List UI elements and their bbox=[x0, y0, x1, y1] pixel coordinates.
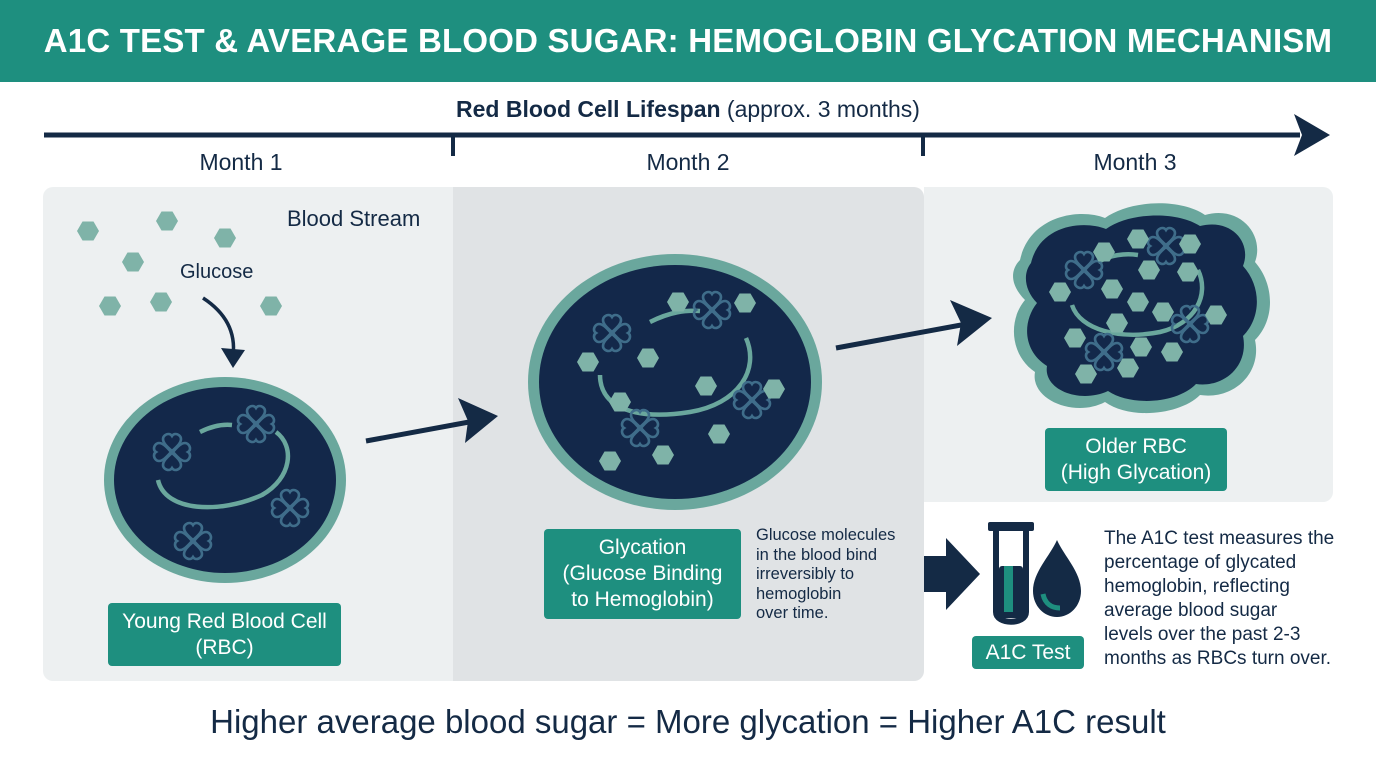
title-banner: A1C TEST & AVERAGE BLOOD SUGAR: HEMOGLOB… bbox=[0, 0, 1376, 82]
glucose-label: Glucose bbox=[180, 261, 254, 283]
older-rbc-label-line2: (High Glycation) bbox=[1060, 460, 1212, 484]
lifespan-label-rest: (approx. 3 months) bbox=[720, 96, 920, 122]
month-2-label: Month 2 bbox=[646, 149, 730, 175]
arrow-to-test bbox=[924, 538, 980, 610]
lifespan-label-bold: Red Blood Cell Lifespan bbox=[456, 96, 721, 122]
glycation-label-line3: to Hemoglobin) bbox=[571, 588, 714, 611]
older-rbc-label: Older RBC (High Glycation) bbox=[1045, 428, 1227, 491]
timeline-arrow bbox=[44, 114, 1330, 156]
a1c-test-label: A1C Test bbox=[972, 636, 1084, 669]
glycation-label: Glycation (Glucose Binding to Hemoglobin… bbox=[544, 529, 741, 619]
young-rbc bbox=[104, 377, 346, 583]
a1c-note-line: levels over the past 2-3 bbox=[1104, 624, 1301, 645]
glycation-label-line1: Glycation bbox=[598, 536, 687, 559]
test-tube-icon bbox=[988, 522, 1034, 625]
young-rbc-label-line2: (RBC) bbox=[195, 635, 254, 659]
older-rbc bbox=[1013, 203, 1270, 414]
a1c-note-line: months as RBCs turn over. bbox=[1104, 648, 1332, 669]
arrow-month1-to-month2 bbox=[365, 398, 498, 444]
glycation-note-line: hemoglobin bbox=[756, 584, 842, 603]
blood-stream-label: Blood Stream bbox=[287, 206, 421, 231]
young-rbc-label-line1: Young Red Blood Cell bbox=[122, 609, 327, 633]
young-rbc-label: Young Red Blood Cell (RBC) bbox=[108, 603, 341, 666]
glycation-note-line: Glucose molecules bbox=[756, 526, 896, 544]
glucose-arrow bbox=[202, 296, 236, 357]
lifespan-label: Red Blood Cell Lifespan (approx. 3 month… bbox=[0, 96, 1376, 123]
glycating-rbc bbox=[528, 254, 822, 510]
a1c-note-line: The A1C test measures the bbox=[1104, 528, 1335, 549]
glycation-note-line: in the blood bind bbox=[756, 545, 878, 564]
glycation-note: Glucose molecules in the blood bind irre… bbox=[756, 526, 895, 624]
month-1-label: Month 1 bbox=[199, 149, 283, 175]
a1c-note-line: percentage of glycated bbox=[1104, 552, 1297, 573]
older-rbc-label-line1: Older RBC bbox=[1085, 434, 1187, 458]
glycation-note-line: over time. bbox=[756, 604, 829, 622]
bottom-summary: Higher average blood sugar = More glycat… bbox=[210, 703, 1166, 740]
glycation-label-line2: (Glucose Binding bbox=[562, 562, 723, 585]
a1c-note-line: hemoglobin, reflecting bbox=[1104, 576, 1290, 597]
a1c-test-note: The A1C test measures the percentage of … bbox=[1104, 527, 1334, 671]
arrow-month2-to-month3 bbox=[835, 300, 992, 351]
month-3-label: Month 3 bbox=[1093, 149, 1177, 175]
blood-drop-icon bbox=[1033, 540, 1081, 617]
page-title: A1C TEST & AVERAGE BLOOD SUGAR: HEMOGLOB… bbox=[43, 22, 1333, 59]
a1c-note-line: average blood sugar bbox=[1104, 600, 1278, 621]
glycation-note-line: irreversibly to bbox=[756, 565, 855, 583]
